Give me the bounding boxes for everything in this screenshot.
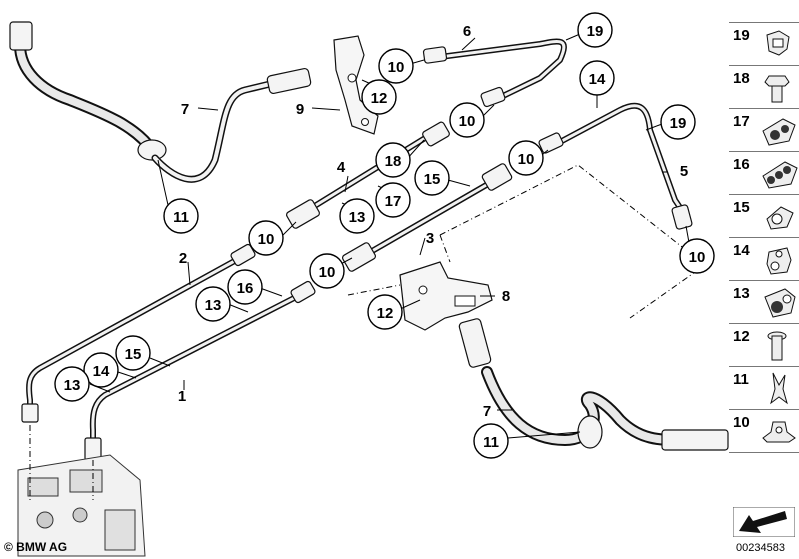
double-pipe-holder-icon [762,118,796,146]
pipe-clamp-icon [766,247,792,275]
bolt-icon [767,331,787,361]
callout-14-top: 14 [579,60,615,96]
callout-16: 16 [227,269,263,305]
callout-12-mid: 12 [367,294,403,330]
part-number-7-bottom: 7 [483,403,491,420]
part-number-7-top: 7 [181,101,189,118]
brake-pipe-1 [84,280,316,461]
direction-arrow-icon [733,507,795,537]
legend-item-10: 10 [729,409,799,453]
abs-unit [17,425,146,557]
svg-text:10: 10 [388,59,405,76]
hose-end-fitting-bottom [661,429,729,451]
svg-text:11: 11 [173,209,189,226]
part-number-3: 3 [426,230,434,247]
brake-hose-bottom [458,318,729,451]
callout-11-top: 11 [163,198,199,234]
brake-pipe-2 [21,243,256,423]
pipe-clamp-screw-icon [764,288,796,318]
hose-end-fitting [9,21,33,51]
part-number-9: 9 [296,101,304,118]
svg-text:15: 15 [424,171,441,188]
callout-13-top: 13 [339,198,375,234]
svg-text:17: 17 [385,193,402,210]
bracket-middle [399,261,493,331]
legend-item-16: 16 [729,151,799,195]
parts-legend: 19 18 17 16 15 14 13 12 11 10 [729,22,799,532]
callout-15-top: 15 [414,160,450,196]
callout-14-left: 14 [83,352,119,388]
part-number-5: 5 [680,163,688,180]
callout-10-right: 10 [679,238,715,274]
svg-text:12: 12 [371,90,388,107]
callout-10-mid: 10 [508,140,544,176]
hose-collar [137,139,167,161]
part-number-8: 8 [502,288,510,305]
svg-text:10: 10 [258,231,275,248]
callout-10-left: 10 [248,220,284,256]
legend-item-12: 12 [729,323,799,367]
callout-19-right: 19 [660,104,696,140]
callout-10-center: 10 [309,253,345,289]
brake-pipe-4 [286,121,450,229]
svg-text:11: 11 [483,434,499,451]
legend-item-17: 17 [729,108,799,152]
legend-item-19: 19 [729,22,799,66]
svg-text:19: 19 [670,115,687,132]
part-numbers: 6 7 9 4 5 3 2 8 1 7 [178,23,688,420]
svg-text:15: 15 [125,346,142,363]
svg-text:10: 10 [319,264,336,281]
callout-13-left: 13 [54,366,90,402]
svg-text:10: 10 [689,249,706,266]
pipe-holder-icon [766,206,794,230]
part-number-6: 6 [463,23,471,40]
copyright-notice: © BMW AG [4,540,68,554]
svg-text:13: 13 [64,377,81,394]
legend-bottom-rule [729,452,799,454]
brake-hose-top [9,21,312,183]
legend-item-13: 13 [729,280,799,324]
callout-10-mid-top: 10 [449,102,485,138]
svg-text:18: 18 [385,153,402,170]
brake-pipe-3 [342,163,513,272]
assembly-outline [347,164,706,319]
callout-11-bottom: 11 [473,423,509,459]
svg-text:14: 14 [93,363,110,380]
svg-text:10: 10 [518,151,535,168]
legend-item-14: 14 [729,237,799,281]
drawing-number: 00234583 [736,542,785,554]
svg-text:19: 19 [587,23,604,40]
part-number-1: 1 [178,388,186,405]
legend-item-11: 11 [729,366,799,410]
brake-pipe-5 [538,102,693,230]
brake-pipe-6 [422,38,567,108]
legend-item-15: 15 [729,194,799,238]
svg-text:16: 16 [237,280,254,297]
retaining-bracket-icon [762,421,796,443]
callout-10-top: 10 [378,48,414,84]
legend-item-18: 18 [729,65,799,109]
callout-17: 17 [375,182,411,218]
callout-15-left: 15 [115,335,151,371]
part-number-4: 4 [337,159,346,176]
part-number-2: 2 [179,250,187,267]
callout-19-top: 19 [577,12,613,48]
callout-13-mid: 13 [195,286,231,322]
callout-18: 18 [375,142,411,178]
hex-bolt-icon [764,75,790,103]
triple-pipe-holder-icon [762,161,798,189]
callout-12-top: 12 [361,79,397,115]
svg-text:13: 13 [205,297,222,314]
pipe-clip-icon [766,30,790,56]
callouts: 19 10 12 10 14 19 18 10 15 17 13 10 10 1… [54,12,715,459]
spring-clip-icon [770,372,788,405]
hose-union-fitting [266,67,312,95]
svg-text:13: 13 [349,209,366,226]
svg-text:10: 10 [459,113,476,130]
svg-text:14: 14 [589,71,606,88]
svg-text:12: 12 [377,305,394,322]
